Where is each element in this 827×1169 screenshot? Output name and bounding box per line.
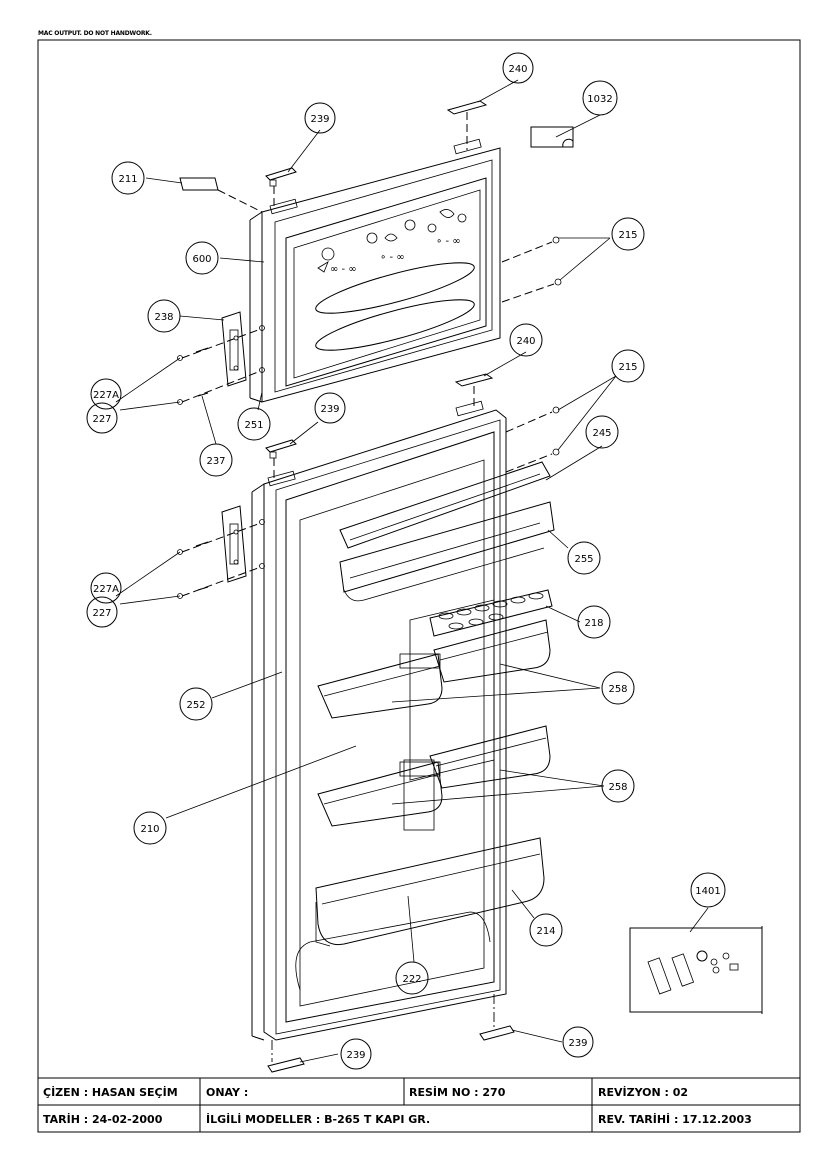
hinge-238-upper	[221, 311, 247, 387]
output-note: MAC OUTPUT. DO NOT HANDWORK.	[38, 30, 152, 37]
revision: REVİZYON : 02	[598, 1085, 688, 1099]
callout-239-a: 239	[304, 102, 336, 134]
callout-214: 214	[529, 913, 563, 947]
drawn-by: ÇİZEN : HASAN SEÇİM	[43, 1085, 178, 1099]
callout-218: 218	[577, 605, 611, 639]
callout-label: 239	[310, 114, 329, 125]
callout-label: 227A	[93, 584, 119, 595]
callout-label: 1401	[695, 886, 720, 897]
callout-211: 211	[111, 161, 145, 195]
callout-label: 227	[92, 414, 111, 425]
accessory-kit-1401	[629, 926, 763, 1014]
screws-lower	[177, 541, 209, 599]
callout-label: 255	[574, 554, 593, 565]
callout-label: 240	[516, 336, 535, 347]
callout-label: 215	[618, 362, 637, 373]
part-240-upper	[446, 100, 488, 115]
callout-label: 211	[118, 174, 137, 185]
part-1032	[530, 126, 574, 148]
callout-255: 255	[567, 541, 601, 575]
callout-label: 237	[206, 456, 225, 467]
callout-label: 258	[608, 684, 627, 695]
callout-label: 239	[346, 1050, 365, 1061]
callout-1032: 1032	[582, 80, 618, 116]
callout-227A-a: 227A	[90, 378, 122, 410]
callout-label: 1032	[587, 94, 612, 105]
pins-215-upper	[552, 236, 562, 286]
callout-240-b: 240	[509, 323, 543, 357]
part-240-lower	[454, 373, 494, 387]
callout-label: 258	[608, 782, 627, 793]
callout-label: 251	[244, 420, 263, 431]
callout-245: 245	[585, 415, 619, 449]
callout-label: 227A	[93, 390, 119, 401]
drawing-border	[37, 39, 801, 1133]
part-239-bottom-right	[479, 1025, 515, 1041]
callout-label: 239	[568, 1038, 587, 1049]
callout-239-c: 239	[340, 1038, 372, 1070]
callout-210: 210	[133, 811, 167, 845]
egg-tray-218	[429, 589, 553, 637]
callout-258-b: 258	[601, 769, 635, 803]
food-symbols	[317, 209, 467, 273]
screws-upper	[177, 347, 209, 405]
bottle-balcony-214	[315, 837, 545, 947]
callout-label: 238	[154, 312, 173, 323]
hinge-238-lower	[221, 505, 247, 583]
callout-237: 237	[199, 443, 233, 477]
callout-label: 227	[92, 608, 111, 619]
callout-label: 600	[192, 254, 211, 265]
freezer-door: ∞ - ∞ ∘ - ∞ ∘ - ∞	[249, 138, 501, 403]
callout-label: 239	[320, 404, 339, 415]
callout-227-b: 227	[86, 596, 118, 628]
callout-label: 240	[508, 64, 527, 75]
part-239-bottom-left	[267, 1057, 305, 1073]
part-239-upper	[265, 167, 297, 187]
approval: ONAY :	[206, 1086, 248, 1099]
callout-251: 251	[237, 407, 271, 441]
callout-label: 215	[618, 230, 637, 241]
callout-258-a: 258	[601, 671, 635, 705]
related-models: İLGİLİ MODELLER : B-265 T KAPI GR.	[206, 1112, 430, 1126]
callout-238: 238	[147, 299, 181, 333]
callout-600: 600	[185, 241, 219, 275]
callout-222: 222	[395, 961, 429, 995]
leader-lines	[115, 79, 709, 1063]
callout-label: 214	[536, 926, 555, 937]
drawing-number: RESİM NO : 270	[409, 1085, 506, 1099]
callout-240-a: 240	[502, 52, 534, 84]
callout-215-b: 215	[611, 349, 645, 383]
callout-label: 252	[186, 700, 205, 711]
callout-label: 245	[592, 428, 611, 439]
callout-239-b: 239	[314, 392, 346, 424]
balcony-255	[339, 501, 555, 602]
title-block: ÇİZEN : HASAN SEÇİM ONAY : RESİM NO : 27…	[38, 1077, 800, 1132]
date: TARİH : 24-02-2000	[43, 1112, 163, 1126]
revision-date: REV. TARİHİ : 17.12.2003	[598, 1112, 752, 1126]
callout-label: 218	[584, 618, 603, 629]
dairy-cover-245	[339, 461, 551, 549]
callout-227A-b: 227A	[90, 572, 122, 604]
pins-215-lower	[552, 406, 560, 456]
part-239-middle	[265, 439, 297, 459]
callout-215-a: 215	[611, 217, 645, 251]
callout-227-a: 227	[86, 402, 118, 434]
callout-239-d: 239	[562, 1026, 594, 1058]
fridge-door	[251, 400, 507, 1041]
freezer-mark-3: ∘ - ∞	[436, 236, 461, 247]
freezer-mark-2: ∘ - ∞	[380, 252, 405, 263]
callout-252: 252	[179, 687, 213, 721]
callout-label: 222	[402, 974, 421, 985]
part-211	[179, 177, 219, 191]
balcony-258-lower-pair	[317, 725, 551, 827]
callout-1401: 1401	[690, 872, 726, 908]
callout-label: 210	[140, 824, 159, 835]
freezer-mark-1: ∞ - ∞	[330, 264, 357, 275]
